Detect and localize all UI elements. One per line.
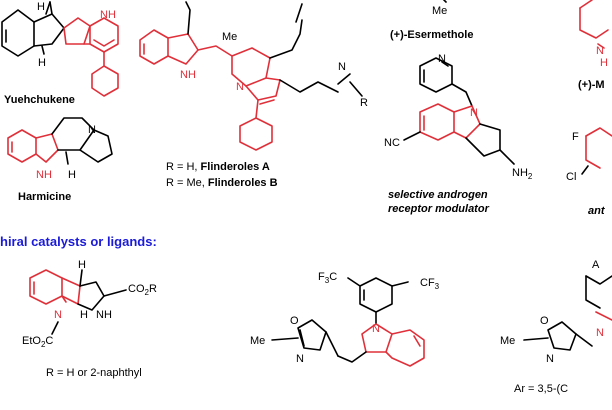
flinderoles-line1-prefix: R = H, (166, 161, 201, 173)
flinderoles-b-name: Flinderoles B (208, 177, 278, 189)
esermethole-label: (+)-Esermethole (390, 29, 473, 41)
catalyst1-h-top: H (78, 259, 86, 271)
harmicine-structure: N H NH Harmicine (7, 117, 113, 203)
sarm-line1: selective androgen (388, 189, 488, 201)
catalyst2-f3c-c: C (329, 271, 337, 283)
flinderoles-a-name: Flinderoles A (201, 161, 270, 173)
harmicine-h: H (68, 169, 76, 181)
catalyst2-cf3-sub: 3 (435, 282, 440, 291)
catalyst2-n: N (372, 323, 380, 335)
flinderoles-caption-2: R = Me, Flinderoles B (166, 177, 278, 189)
flinderoles-nh: NH (180, 69, 196, 81)
yuehchukene-h-bottom: H (38, 57, 46, 69)
catalyst3-a: A (592, 259, 600, 271)
catalyst1-eto-sub: 2 (41, 340, 46, 349)
catalyst3-n-ox: N (546, 353, 554, 365)
sarm-n: N (470, 107, 478, 119)
harmicine-nh: NH (36, 169, 52, 181)
flinderoles-n: N (236, 81, 244, 93)
esermethole-structure: Me (+)-Esermethole (390, 0, 473, 41)
catalyst2-o: O (290, 315, 299, 327)
right-cropped-structures: N H (+)-M F Cl ant (566, 0, 612, 217)
catalyst2-f3c: F3C (318, 271, 337, 285)
catalyst3-o: O (540, 315, 549, 327)
catalyst2-n-ox: N (296, 353, 304, 365)
sarm-nh2-sub: 2 (528, 172, 533, 181)
catalyst2-cf3-cf: CF (420, 277, 435, 289)
right-h: H (600, 57, 608, 69)
catalyst1-c: C (45, 335, 53, 347)
sarm-nh2: NH2 (512, 167, 533, 181)
right-f: F (572, 131, 579, 143)
catalyst1-eto2c: EtO2C (22, 335, 53, 349)
right-cl: Cl (566, 171, 576, 183)
flinderoles-caption-1: R = H, Flinderoles A (166, 161, 270, 173)
catalyst2-f3c-f: F (318, 271, 325, 283)
flinderoles-line2-prefix: R = Me, (166, 177, 208, 189)
flinderoles-r: R (360, 97, 368, 109)
yuehchukene-nh: NH (100, 9, 116, 21)
catalyst2-me: Me (250, 335, 265, 347)
sarm-nc: NC (384, 137, 400, 149)
catalyst1-eto: EtO (22, 335, 41, 347)
catalyst3-n: N (596, 327, 604, 339)
yuehchukene-label: Yuehchukene (4, 94, 75, 106)
sarm-line2: receptor modulator (388, 203, 490, 215)
catalyst2-cf3: CF3 (420, 277, 440, 291)
catalyst1-co2r: CO2R (128, 283, 157, 297)
section-heading: hiral catalysts or ligands: (0, 234, 157, 249)
catalyst1-n: N (54, 309, 62, 321)
catalyst3-caption: Ar = 3,5-(C (514, 383, 568, 395)
catalyst1-r: R (149, 283, 157, 295)
partial-m-label: (+)-M (578, 79, 605, 91)
catalyst1-nh: NH (96, 309, 112, 321)
flinderoles-n-side: N (338, 61, 346, 73)
harmicine-n: N (88, 124, 96, 136)
catalyst3-me: Me (500, 335, 515, 347)
sarm-nh2-nh: NH (512, 167, 528, 179)
catalyst1-h-bottom: H (80, 309, 88, 321)
flinderoles-me: Me (222, 31, 237, 43)
catalyst1-caption: R = H or 2-naphthyl (46, 367, 142, 379)
yuehchukene-h-top: H (37, 1, 45, 13)
flinderoles-structure: NH Me N N R R = H, Flinderoles A R = Me,… (139, 1, 368, 189)
sarm-pyridine-n: N (438, 53, 446, 65)
catalyst2-f3c-sub: 3 (325, 276, 330, 285)
harmicine-label: Harmicine (18, 191, 71, 203)
catalyst-2-structure: F3C CF3 N O N Me (250, 271, 440, 367)
catalyst1-co: CO (128, 283, 145, 295)
right-n: N (596, 45, 604, 57)
catalyst-1-structure: H CO2R N H NH EtO2C R = H or 2-naphthyl (22, 259, 157, 379)
sarm-structure: N N NH2 NC selective androgen receptor m… (384, 53, 533, 215)
catalyst-3-structure: A N O N Me Ar = 3,5-(C (500, 259, 612, 395)
esermethole-me: Me (432, 5, 447, 17)
catalyst1-co-sub: 2 (145, 288, 150, 297)
yuehchukene-structure: H H NH Yuehchukene (1, 1, 119, 106)
partial-ant-label: ant (588, 205, 606, 217)
